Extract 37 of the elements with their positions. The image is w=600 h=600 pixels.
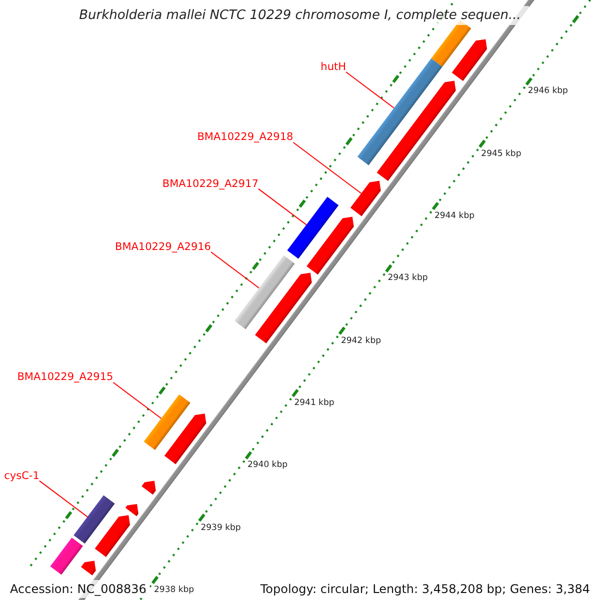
gene-block xyxy=(81,560,96,576)
gene-bar xyxy=(50,538,83,575)
gene-label: BMA10229_A2918 xyxy=(197,131,294,144)
gene-label: cysC-1 xyxy=(4,470,40,482)
gene-bar xyxy=(357,58,442,166)
gene-bar xyxy=(287,196,339,259)
leader-line xyxy=(346,72,394,108)
gene-block xyxy=(306,216,354,275)
scale-label: 2940 kbp xyxy=(247,460,288,470)
gene-label: BMA10229_A2915 xyxy=(17,371,114,384)
leader-line xyxy=(112,382,162,419)
gene-block xyxy=(142,480,156,495)
gene-label: BMA10229_A2916 xyxy=(114,241,211,253)
gene-block xyxy=(452,39,487,81)
gene-bar xyxy=(234,255,295,330)
leader-line xyxy=(258,188,307,226)
scale-label: 2944 kbp xyxy=(434,211,474,222)
gene-block xyxy=(94,515,130,557)
leader-line xyxy=(38,480,88,518)
scale-label: 2938 kbp xyxy=(154,585,194,595)
scale-label: 2939 kbp xyxy=(200,522,241,533)
gene-bar xyxy=(74,495,115,544)
gene-bar xyxy=(144,394,190,450)
gene-block xyxy=(125,504,138,516)
scale-label: 2946 kbp xyxy=(528,86,568,96)
scale-label: 2941 kbp xyxy=(294,398,334,408)
leader-line xyxy=(210,252,260,288)
leader-line xyxy=(292,142,362,194)
gene-block xyxy=(164,414,206,464)
scale-label: 2945 kbp xyxy=(481,148,522,159)
gene-label: hutH xyxy=(320,61,346,73)
gene-label: BMA10229_A2917 xyxy=(162,178,258,190)
scale-label: 2943 kbp xyxy=(388,273,428,284)
gene-block xyxy=(376,80,456,181)
scale-label: 2942 kbp xyxy=(340,336,382,346)
gene-block xyxy=(255,272,312,344)
gene-block xyxy=(350,180,381,216)
